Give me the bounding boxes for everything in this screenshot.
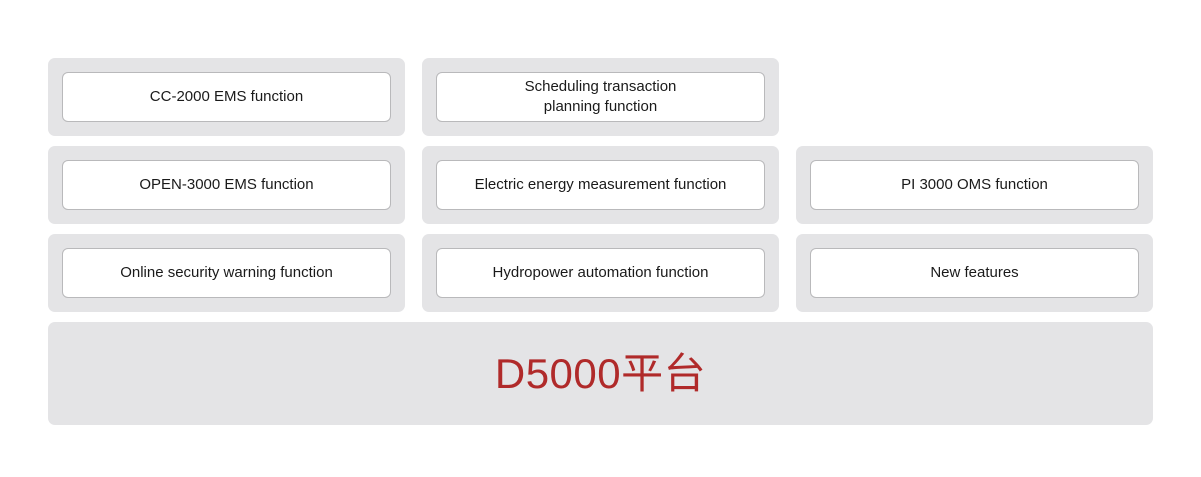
function-card-pi3000-oms[interactable]: PI 3000 OMS function xyxy=(810,160,1139,210)
function-card-cc2000-ems[interactable]: CC-2000 EMS function xyxy=(62,72,391,122)
function-cell-r1c2[interactable]: Scheduling transaction planning function xyxy=(422,58,779,136)
function-row-1: CC-2000 EMS function Scheduling transact… xyxy=(48,58,1153,136)
function-card-label: CC-2000 EMS function xyxy=(149,87,304,105)
function-card-label: Online security warning function xyxy=(120,263,333,281)
function-card-label: OPEN-3000 EMS function xyxy=(139,175,314,193)
function-cell-r1c1[interactable]: CC-2000 EMS function xyxy=(48,58,405,136)
function-card-label: New features xyxy=(930,263,1019,281)
function-card-open3000-ems[interactable]: OPEN-3000 EMS function xyxy=(62,160,391,210)
function-card-electric-energy-measurement[interactable]: Electric energy measurement function xyxy=(436,160,765,210)
function-card-hydropower-automation[interactable]: Hydropower automation function xyxy=(436,248,765,298)
function-card-scheduling-transaction-planning[interactable]: Scheduling transaction planning function xyxy=(436,72,765,122)
function-card-label: Hydropower automation function xyxy=(492,263,709,281)
function-card-label: Scheduling transaction planning function xyxy=(524,77,677,115)
platform-banner[interactable]: D5000平台 xyxy=(48,322,1153,425)
function-cell-r2c1[interactable]: OPEN-3000 EMS function xyxy=(48,146,405,224)
function-card-label: Electric energy measurement function xyxy=(474,175,727,193)
function-cell-r2c2[interactable]: Electric energy measurement function xyxy=(422,146,779,224)
function-row-3: Online security warning function Hydropo… xyxy=(48,234,1153,312)
function-card-new-features[interactable]: New features xyxy=(810,248,1139,298)
function-cell-r1c3-empty xyxy=(796,58,1153,136)
function-grid: CC-2000 EMS function Scheduling transact… xyxy=(48,58,1153,322)
function-cell-r3c1[interactable]: Online security warning function xyxy=(48,234,405,312)
function-row-2: OPEN-3000 EMS function Electric energy m… xyxy=(48,146,1153,224)
function-card-online-security-warning[interactable]: Online security warning function xyxy=(62,248,391,298)
function-cell-r3c3[interactable]: New features xyxy=(796,234,1153,312)
function-cell-r2c3[interactable]: PI 3000 OMS function xyxy=(796,146,1153,224)
platform-title: D5000平台 xyxy=(494,349,707,397)
function-card-label: PI 3000 OMS function xyxy=(901,175,1048,193)
function-cell-r3c2[interactable]: Hydropower automation function xyxy=(422,234,779,312)
